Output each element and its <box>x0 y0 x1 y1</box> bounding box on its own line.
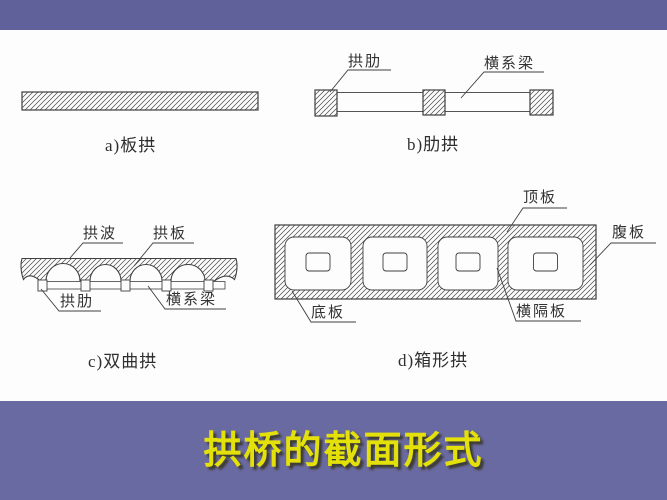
box-cells <box>284 236 584 291</box>
label-arch-rib-b: 拱肋 <box>348 54 383 70</box>
diagram-c-double-curvature-arch <box>20 242 238 312</box>
arch-rib-block <box>314 89 338 117</box>
arch-rib-block <box>529 89 554 116</box>
label-top-slab: 顶板 <box>523 190 558 206</box>
diagram-d-box-arch <box>274 207 656 323</box>
diagram-a-slab-arch <box>21 91 259 111</box>
caption-diagram-b: b)肋拱 <box>407 135 460 154</box>
arch-rib-block <box>422 89 446 116</box>
label-arch-rib-c: 拱肋 <box>60 294 95 310</box>
cell-holes <box>305 252 558 272</box>
label-bottom-slab: 底板 <box>311 305 346 321</box>
caption-diagram-a: a)板拱 <box>105 136 157 155</box>
label-web: 腹板 <box>612 225 647 241</box>
label-arch-slab: 拱板 <box>153 226 188 242</box>
caption-diagram-d: d)箱形拱 <box>398 351 469 370</box>
slide-title: 拱桥的截面形式 <box>203 430 484 472</box>
label-diaphragm: 横隔板 <box>516 304 568 320</box>
label-transverse-beam-c: 横系梁 <box>166 292 218 308</box>
small-arch-ribs <box>37 279 214 292</box>
bottom-purple-band <box>0 401 667 500</box>
label-arch-wave: 拱波 <box>83 226 118 242</box>
caption-diagram-c: c)双曲拱 <box>88 352 158 371</box>
diagram-b-rib-arch <box>314 69 554 117</box>
top-purple-band <box>0 0 667 30</box>
label-transverse-beam-b: 横系梁 <box>484 56 536 72</box>
